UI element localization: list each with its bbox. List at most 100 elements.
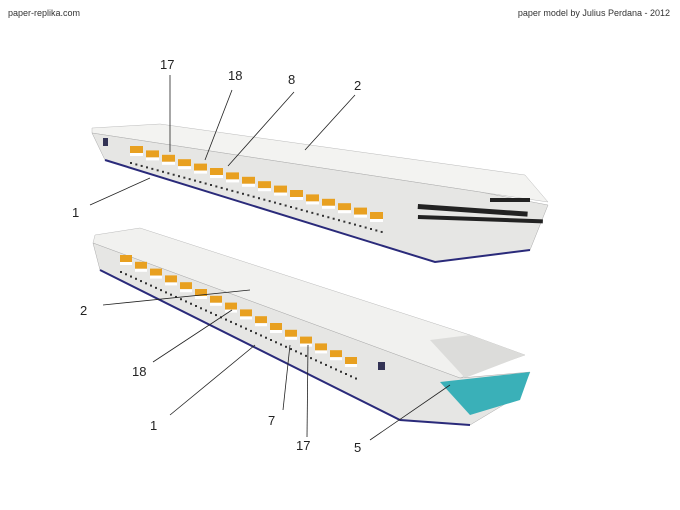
porthole <box>247 194 250 197</box>
porthole <box>130 275 132 278</box>
porthole <box>275 341 277 344</box>
porthole <box>125 273 127 276</box>
lifeboat <box>338 203 351 211</box>
lifeboat-hull <box>354 214 367 218</box>
lifeboat-hull <box>274 192 287 196</box>
porthole <box>311 211 314 214</box>
porthole <box>348 222 351 225</box>
porthole <box>215 314 217 317</box>
lifeboat <box>120 255 132 262</box>
porthole <box>146 166 148 169</box>
lifeboat-hull <box>285 336 297 340</box>
porthole <box>315 359 317 362</box>
porthole <box>200 307 202 310</box>
lifeboat-hull <box>180 289 192 293</box>
porthole <box>250 329 252 332</box>
porthole <box>258 197 260 200</box>
porthole <box>263 198 266 201</box>
porthole <box>330 366 332 369</box>
porthole <box>167 172 170 175</box>
lifeboat <box>345 357 357 364</box>
lifeboat <box>315 343 327 351</box>
porthole <box>305 354 307 357</box>
lifeboat-hull <box>240 316 252 320</box>
porthole <box>380 230 383 233</box>
lifeboat-hull <box>210 175 223 178</box>
porthole <box>359 225 362 228</box>
porthole <box>280 343 282 346</box>
porthole <box>235 323 237 326</box>
porthole <box>215 185 218 188</box>
porthole <box>255 332 257 335</box>
lifeboat <box>225 302 237 310</box>
lifeboat-hull <box>322 205 335 209</box>
label-2-bottom: 2 <box>80 303 88 318</box>
porthole <box>268 200 271 203</box>
porthole <box>338 219 340 222</box>
porthole <box>295 350 297 353</box>
ship-bottom-view <box>92 227 531 426</box>
lifeboat <box>322 198 335 206</box>
credit-text: paper model by Julius Perdana - 2012 <box>517 8 670 18</box>
lifeboat <box>330 350 342 358</box>
lifeboat <box>130 146 143 153</box>
porthole <box>320 361 322 364</box>
lifeboat <box>300 336 312 344</box>
porthole <box>343 220 346 223</box>
lifeboat <box>255 316 267 324</box>
lifeboat <box>210 295 222 303</box>
lifeboat <box>354 207 367 215</box>
porthole <box>350 375 352 378</box>
label-8-top: 8 <box>288 72 296 87</box>
lifeboat <box>180 282 192 290</box>
porthole <box>355 377 357 380</box>
lifeboat <box>165 275 177 283</box>
lifeboat-hull <box>130 153 143 156</box>
lifeboat-hull <box>345 364 357 367</box>
porthole <box>183 176 186 179</box>
lifeboat-hull <box>290 197 303 200</box>
porthole <box>252 195 255 198</box>
lifeboat <box>210 168 223 175</box>
lifeboat <box>226 172 239 180</box>
label-17-top: 17 <box>160 57 175 72</box>
porthole <box>210 184 212 186</box>
porthole <box>230 320 232 323</box>
lifeboat <box>194 163 207 171</box>
lifeboat-hull <box>226 179 239 183</box>
porthole <box>145 282 147 285</box>
porthole <box>204 182 207 185</box>
porthole <box>240 325 242 328</box>
lifeboat-hull <box>162 161 175 165</box>
porthole <box>135 277 137 280</box>
porthole <box>270 339 272 341</box>
lifeboat-hull <box>150 275 162 279</box>
lifeboat-hull <box>242 183 255 187</box>
lifeboat-hull <box>255 323 267 327</box>
lifeboat-hull <box>306 201 319 205</box>
porthole <box>162 170 164 173</box>
porthole <box>300 208 303 211</box>
lifeboat <box>270 323 282 330</box>
lifeboat <box>290 190 303 197</box>
porthole <box>242 192 244 195</box>
porthole <box>370 228 372 230</box>
label-17-bottom: 17 <box>296 438 311 453</box>
porthole <box>322 214 324 217</box>
porthole <box>150 284 152 287</box>
porthole <box>170 293 172 296</box>
lifeboat <box>195 289 207 296</box>
porthole <box>274 201 276 204</box>
porthole <box>300 352 302 355</box>
porthole <box>290 348 292 351</box>
lifeboat <box>370 212 383 219</box>
label-1-bottom: 1 <box>150 418 158 433</box>
lifeboat-hull <box>210 302 222 306</box>
lifeboat <box>162 154 175 162</box>
lifeboat-hull <box>135 268 147 272</box>
porthole <box>205 309 207 312</box>
porthole <box>160 289 162 292</box>
porthole <box>156 169 159 172</box>
porthole <box>364 226 367 229</box>
porthole <box>295 207 298 210</box>
